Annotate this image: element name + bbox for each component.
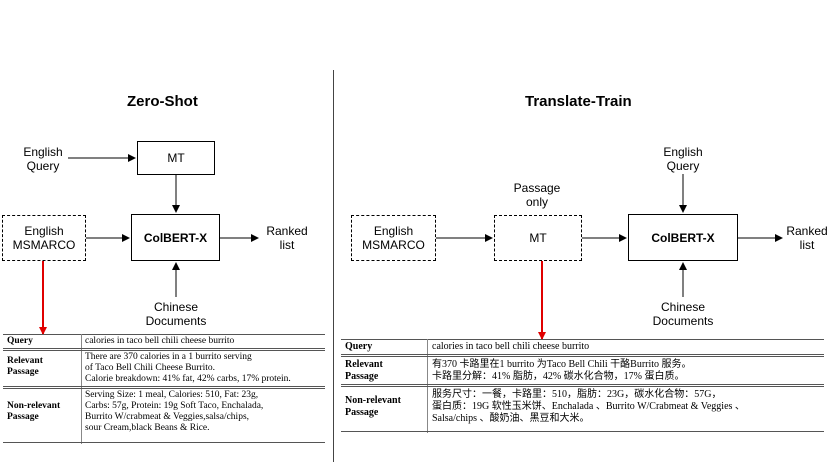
left-nonrelevant-text-line1: Serving Size: 1 meal, Calories: 510, Fat… xyxy=(85,390,259,400)
left-nonrelevant-text: Serving Size: 1 meal, Calories: 510, Fat… xyxy=(85,390,263,434)
left-english-msmarco-box: English MSMARCO xyxy=(2,215,86,261)
right-mt-label: MT xyxy=(529,231,547,245)
left-ranked-list-label: Ranked list xyxy=(262,224,312,252)
right-nonrelevant-label-line2: Passage xyxy=(345,407,379,418)
right-colbert-box: ColBERT-X xyxy=(628,214,738,261)
left-query-text: calories in taco bell chili cheese burri… xyxy=(85,336,235,346)
right-table-rule-2 xyxy=(341,384,824,385)
left-relevant-text-line1: There are 370 calories in a 1 burrito se… xyxy=(85,352,252,362)
right-relevant-label-line2: Passage xyxy=(345,371,379,382)
right-relevant-text-line1: 有370 卡路里在1 burrito 为Taco Bell Chili 干酪Bu… xyxy=(432,359,692,370)
right-colbert-label: ColBERT-X xyxy=(651,230,715,245)
right-table-rule-1b xyxy=(341,356,824,357)
left-table-rule-2b xyxy=(3,388,325,389)
right-ranked-line1: Ranked xyxy=(786,224,828,238)
left-mt-label: MT xyxy=(167,151,185,165)
left-chinese-line2: Documents xyxy=(145,314,207,328)
left-relevant-text-line3: Calorie breakdown: 41% fat, 42% carbs, 1… xyxy=(85,374,291,384)
right-english-query-line2: Query xyxy=(666,159,700,173)
right-msmarco-line1: English xyxy=(373,224,414,238)
left-query-label: Query xyxy=(7,336,33,346)
left-nonrelevant-text-line4: sour Cream,black Beans & Rice. xyxy=(85,423,210,433)
left-relevant-label-line1: Relevant xyxy=(7,356,43,366)
right-table-bottom-rule xyxy=(341,431,824,432)
right-example-table: Query calories in taco bell chili cheese… xyxy=(341,339,824,433)
zero-shot-title: Zero-Shot xyxy=(127,93,198,110)
passage-only-label: Passage only xyxy=(509,181,565,209)
left-english-query-label: English Query xyxy=(20,145,66,173)
left-nonrelevant-text-line3: Burrito W/crabmeat & Veggies,salsa/chips… xyxy=(85,412,250,422)
panel-divider xyxy=(333,70,334,462)
translate-train-title: Translate-Train xyxy=(525,93,632,110)
right-table-rule-1 xyxy=(341,354,824,355)
left-table-col-divider xyxy=(81,334,82,444)
left-mt-box: MT xyxy=(137,141,215,175)
left-relevant-text: There are 370 calories in a 1 burrito se… xyxy=(85,352,291,385)
right-query-text: calories in taco bell chili cheese burri… xyxy=(432,341,590,352)
right-nonrelevant-label: Non-relevant Passage xyxy=(345,395,401,419)
right-relevant-text: 有370 卡路里在1 burrito 为Taco Bell Chili 干酪Bu… xyxy=(432,359,692,383)
left-colbert-box: ColBERT-X xyxy=(131,214,220,261)
right-ranked-line2: list xyxy=(799,238,815,252)
right-mt-box: MT xyxy=(494,215,582,261)
right-query-label: Query xyxy=(345,341,373,352)
right-ranked-list-label: Ranked list xyxy=(784,224,830,252)
left-table-top-rule xyxy=(3,334,325,335)
left-table-rule-2 xyxy=(3,386,325,387)
left-ranked-line2: list xyxy=(279,238,295,252)
right-msmarco-line2: MSMARCO xyxy=(362,238,425,252)
left-colbert-label: ColBERT-X xyxy=(143,230,208,245)
left-chinese-documents-label: Chinese Documents xyxy=(143,300,209,328)
left-english-query-line2: Query xyxy=(26,159,60,173)
right-relevant-label-line1: Relevant xyxy=(345,359,383,370)
right-table-top-rule xyxy=(341,339,824,340)
left-table-rule-1 xyxy=(3,348,325,349)
right-chinese-documents-label: Chinese Documents xyxy=(650,300,716,328)
left-english-query-line1: English xyxy=(23,145,63,159)
right-nonrelevant-text-line3: Salsa/chips 、酸奶油、黑豆和大米。 xyxy=(432,413,590,424)
right-table-rule-2b xyxy=(341,386,824,387)
right-chinese-line2: Documents xyxy=(652,314,714,328)
left-nonrelevant-text-line2: Carbs: 57g, Protein: 19g Soft Taco, Ench… xyxy=(85,401,264,411)
right-nonrelevant-text-line2: 蛋白质：19G 软性玉米饼、Enchalada 、Burrito W/Crabm… xyxy=(432,401,745,412)
left-relevant-label-line2: Passage xyxy=(7,367,39,377)
left-nonrelevant-label-line1: Non-relevant xyxy=(7,401,61,411)
left-nonrelevant-label-line2: Passage xyxy=(7,412,39,422)
left-nonrelevant-label: Non-relevant Passage xyxy=(7,401,60,423)
left-chinese-line1: Chinese xyxy=(153,300,199,314)
left-example-table: Query calories in taco bell chili cheese… xyxy=(3,334,325,444)
left-table-rule-1b xyxy=(3,350,325,351)
left-relevant-label: Relevant Passage xyxy=(7,356,43,378)
right-relevant-label: Relevant Passage xyxy=(345,359,383,383)
right-english-msmarco-box: English MSMARCO xyxy=(351,215,436,261)
left-msmarco-line1: English xyxy=(24,224,64,238)
left-table-bottom-rule xyxy=(3,442,325,443)
right-relevant-text-line2: 卡路里分解：41% 脂肪，42% 碳水化合物，17% 蛋白质。 xyxy=(432,371,685,382)
left-relevant-text-line2: of Taco Bell Chili Cheese Burrito. xyxy=(85,363,216,373)
left-ranked-line1: Ranked xyxy=(266,224,308,238)
right-nonrelevant-text: 服务尺寸：一餐，卡路里：510，脂肪：23G，碳水化合物：57G， 蛋白质：19… xyxy=(432,389,745,425)
right-nonrelevant-text-line1: 服务尺寸：一餐，卡路里：510，脂肪：23G，碳水化合物：57G， xyxy=(432,389,722,400)
right-english-query-label: English Query xyxy=(660,145,706,173)
right-english-query-line1: English xyxy=(663,145,703,159)
passage-only-line2: only xyxy=(525,195,548,209)
left-msmarco-line2: MSMARCO xyxy=(12,238,76,252)
right-nonrelevant-label-line1: Non-relevant xyxy=(345,395,401,406)
right-chinese-line1: Chinese xyxy=(660,300,706,314)
passage-only-line1: Passage xyxy=(513,181,561,195)
